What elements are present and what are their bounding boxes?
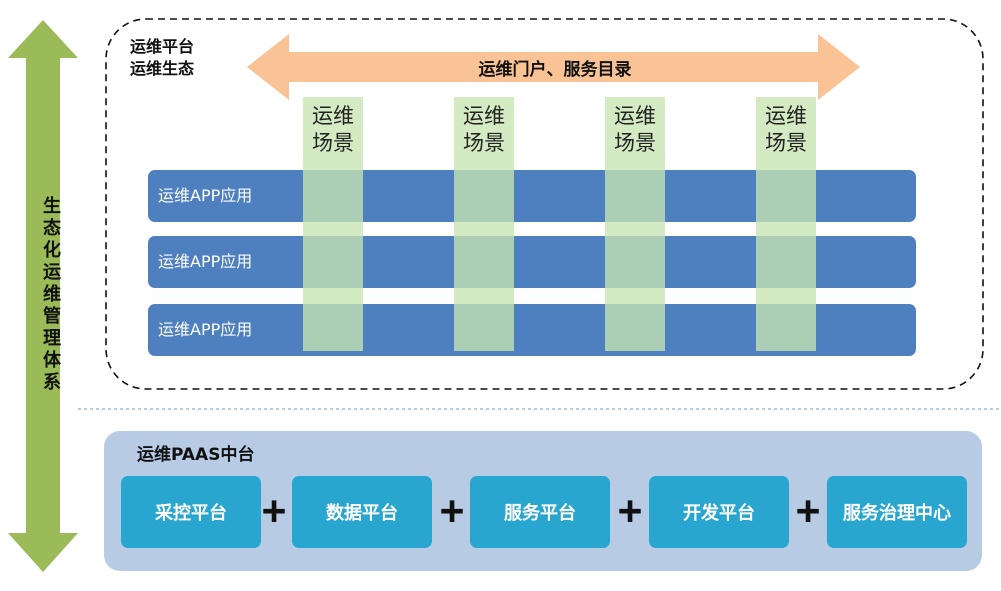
ecosystem-management-label: 生态化运维管理体系 bbox=[43, 196, 61, 393]
platform-title-line1: 运维平台 bbox=[130, 37, 195, 56]
app-row-label: 运维APP应用 bbox=[158, 252, 253, 271]
module-acquisition-control: 采控平台 bbox=[121, 476, 261, 548]
module-dev-platform: 开发平台 bbox=[649, 476, 789, 548]
module-service-platform: 服务平台 bbox=[470, 476, 610, 548]
platform-dashed-frame bbox=[105, 18, 984, 390]
scene-label: 运维场景 bbox=[765, 104, 807, 155]
scene-column bbox=[605, 97, 665, 351]
plus-icon: + bbox=[261, 488, 287, 534]
scene-column bbox=[756, 97, 816, 351]
scene-label: 运维场景 bbox=[312, 104, 354, 155]
scene-column bbox=[454, 97, 514, 351]
platform-title-line2: 运维生态 bbox=[130, 59, 195, 78]
paas-title: 运维PAAS中台 bbox=[137, 445, 255, 465]
plus-icon: + bbox=[795, 488, 821, 534]
app-row-label: 运维APP应用 bbox=[158, 186, 253, 205]
portal-catalog-label: 运维门户、服务目录 bbox=[478, 59, 632, 80]
scene-label: 运维场景 bbox=[614, 104, 656, 155]
portal-arrow-icon bbox=[247, 34, 860, 100]
vertical-arrow-icon bbox=[8, 20, 78, 572]
module-data-platform: 数据平台 bbox=[292, 476, 432, 548]
plus-icon: + bbox=[439, 488, 465, 534]
plus-icon: + bbox=[617, 488, 643, 534]
scene-column bbox=[303, 97, 363, 351]
module-service-governance: 服务治理中心 bbox=[827, 476, 967, 548]
scene-label: 运维场景 bbox=[463, 104, 505, 155]
platform-title: 运维平台 运维生态 bbox=[130, 36, 194, 80]
app-row-label: 运维APP应用 bbox=[158, 320, 253, 339]
